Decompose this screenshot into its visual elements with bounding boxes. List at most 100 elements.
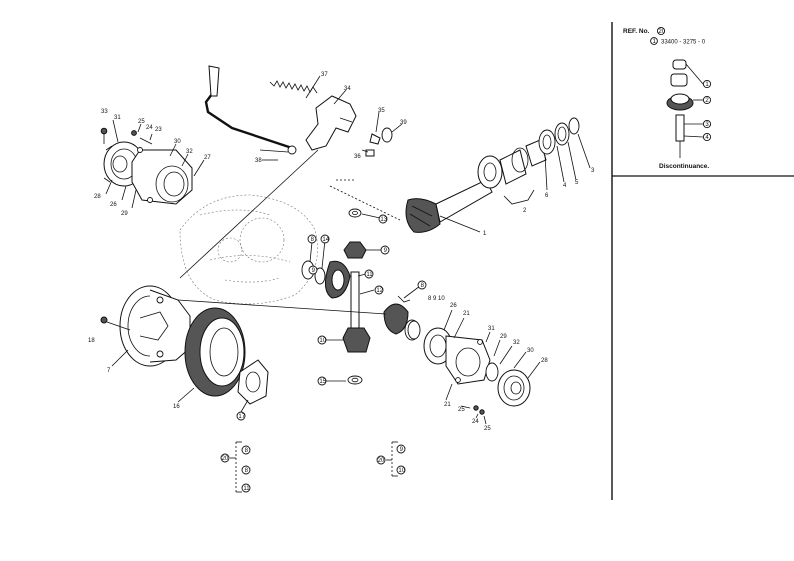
svg-text:11: 11 [0, 0, 7, 2]
callout: 26 [110, 202, 117, 208]
callout: 24 [146, 125, 153, 131]
callout: 36 [354, 154, 361, 160]
callout: 18 [88, 338, 95, 344]
shift-spring [269, 80, 318, 94]
callout: 16 [173, 404, 180, 410]
svg-text:9: 9 [384, 248, 388, 254]
leader-pinion [439, 215, 481, 233]
circled-callout: 12 [374, 285, 384, 295]
callout: 33 [101, 109, 108, 115]
part-index: 1 [653, 39, 657, 45]
callout: 34 [344, 86, 351, 92]
cross-shaft [350, 271, 360, 333]
svg-text:15: 15 [319, 379, 326, 385]
callout: 30 [527, 348, 534, 354]
callout: 23 [155, 127, 162, 133]
callout: 5 [575, 180, 579, 186]
callout: 7 [107, 368, 111, 374]
part-number: 33400 - 3275 - 0 [661, 40, 706, 46]
plain-callouts: 37 34 35 36 39 33 31 25 24 23 38 30 32 2… [88, 72, 595, 432]
svg-text:13: 13 [380, 217, 387, 223]
svg-text:9: 9 [400, 447, 404, 453]
housing-outline [179, 194, 318, 305]
svg-text:2: 2 [705, 98, 709, 104]
diff-case [100, 285, 191, 367]
sidebar-callouts: 1 2 3 4 [702, 79, 712, 142]
spacer-part [670, 73, 688, 87]
callout: 6 [545, 193, 549, 199]
callout: 29 [500, 334, 507, 340]
circled-callout: 10 [317, 335, 327, 345]
fork-small-parts [365, 127, 393, 157]
callout: 31 [114, 115, 121, 121]
discontinuance-note: Discontinuance. [659, 163, 709, 170]
callout: 28 [94, 194, 101, 200]
bracket-right: 20 9 10 [376, 441, 406, 477]
circled-callout: 17 [236, 411, 246, 421]
lever-pin [287, 145, 297, 155]
callout: 25 [484, 426, 491, 432]
callout: 25 [458, 407, 465, 413]
pinion-gear-top [670, 93, 690, 105]
callout: 3 [591, 168, 595, 174]
shift-lever [204, 65, 297, 155]
sidebar-ref-block: REF. No. 20 1 33400 - 3275 - 0 [623, 26, 706, 46]
svg-text:10: 10 [398, 468, 405, 474]
leader-4 [683, 135, 704, 138]
svg-text:11: 11 [243, 486, 250, 492]
svg-text:14: 14 [322, 237, 329, 243]
diff-link-line [177, 299, 387, 315]
ref-number-circle [656, 26, 666, 36]
callout: 24 [472, 419, 479, 425]
circled-callout: 8 [307, 234, 317, 244]
svg-text:11: 11 [366, 272, 373, 278]
circled-callout: 14 [320, 234, 330, 244]
svg-text:17: 17 [238, 414, 245, 420]
svg-text:20: 20 [378, 458, 385, 464]
lower-carrier [407, 320, 531, 415]
fork-to-housing-line [179, 149, 319, 279]
callout: 4 [563, 183, 567, 189]
svg-text:9: 9 [312, 268, 316, 274]
callout: 31 [488, 326, 495, 332]
callout: 21 [463, 311, 470, 317]
circled-callouts: 13 8 14 9 11 12 8 10 15 17 9 11 [0, 0, 427, 421]
bracket-left: 20 8 8 11 [220, 441, 251, 493]
shift-fork [179, 95, 357, 279]
callout: 32 [186, 149, 193, 155]
sidebar-parts-stack: 1 2 3 4 Discontinuance. [659, 59, 712, 170]
callout: 29 [121, 211, 128, 217]
callout: 38 [255, 158, 262, 164]
side-flange [237, 359, 269, 405]
svg-text:8: 8 [245, 468, 249, 474]
part-index-circle [650, 37, 658, 45]
svg-text:1: 1 [705, 82, 709, 88]
circled-callout: 15 [317, 376, 327, 386]
callout: 27 [204, 155, 211, 161]
ring-gear [184, 307, 246, 397]
callout: 32 [513, 340, 520, 346]
svg-text:8: 8 [245, 448, 249, 454]
circled-callout: 9 [380, 245, 390, 255]
circled-callout: 9 [308, 265, 318, 275]
svg-text:3: 3 [705, 122, 709, 128]
callout: 2 [523, 208, 527, 214]
callout: 1 [483, 231, 487, 237]
circled-callout: 11 [364, 269, 374, 279]
svg-text:20: 20 [222, 456, 229, 462]
bushing-part [672, 59, 687, 70]
svg-text:8: 8 [421, 283, 425, 289]
circled-callout: 8 [417, 280, 427, 290]
callout: 39 [400, 120, 407, 126]
circled-callout: 11 [0, 0, 7, 2]
svg-text:4: 4 [705, 135, 709, 141]
callout: 37 [321, 72, 328, 78]
pinion-shaft-assembly [329, 117, 591, 233]
callout: 30 [174, 139, 181, 145]
callout: 35 [378, 108, 385, 114]
callout: 25 [138, 119, 145, 125]
pinion-shaft-part [675, 114, 685, 142]
callout: 26 [450, 303, 457, 309]
callout: 28 [541, 358, 548, 364]
